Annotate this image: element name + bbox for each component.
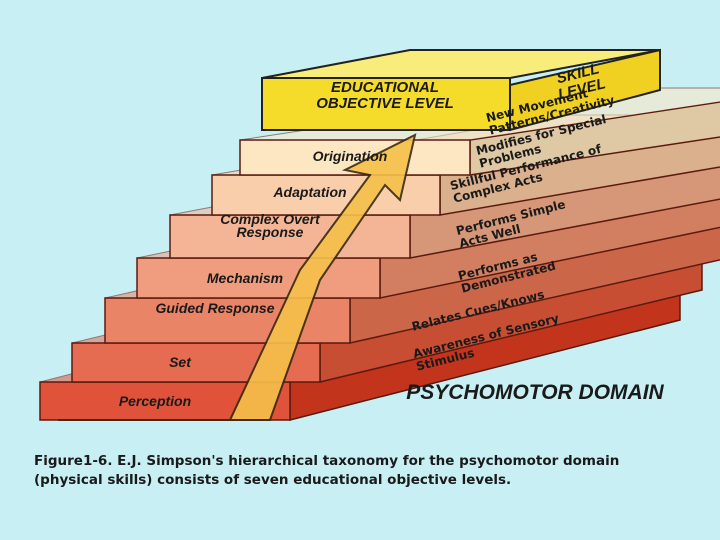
step-front-3 [136,257,381,299]
domain-title: PSYCHOMOTOR DOMAIN [406,381,664,404]
level-set-label: Set [169,354,191,370]
level-mechanism-label: Mechanism [206,270,284,286]
level-guided-response-label: Guided Response [155,300,275,316]
top-block-front [261,77,511,131]
level-perception-label: Perception [118,393,192,409]
step-front-4 [169,214,411,259]
objective-level-heading: EDUCATIONAL OBJECTIVE LEVEL [316,79,454,112]
progress-arrow [58,133,417,421]
level-complex-overt-response-label: Complex Overt Response [220,211,320,240]
figure-caption: Figure1-6. E.J. Simpson's hierarchical t… [34,453,620,488]
step-front-2 [104,297,351,344]
level-origination-label: Origination [312,148,388,164]
level-adaptation-label: Adaptation [273,184,347,200]
